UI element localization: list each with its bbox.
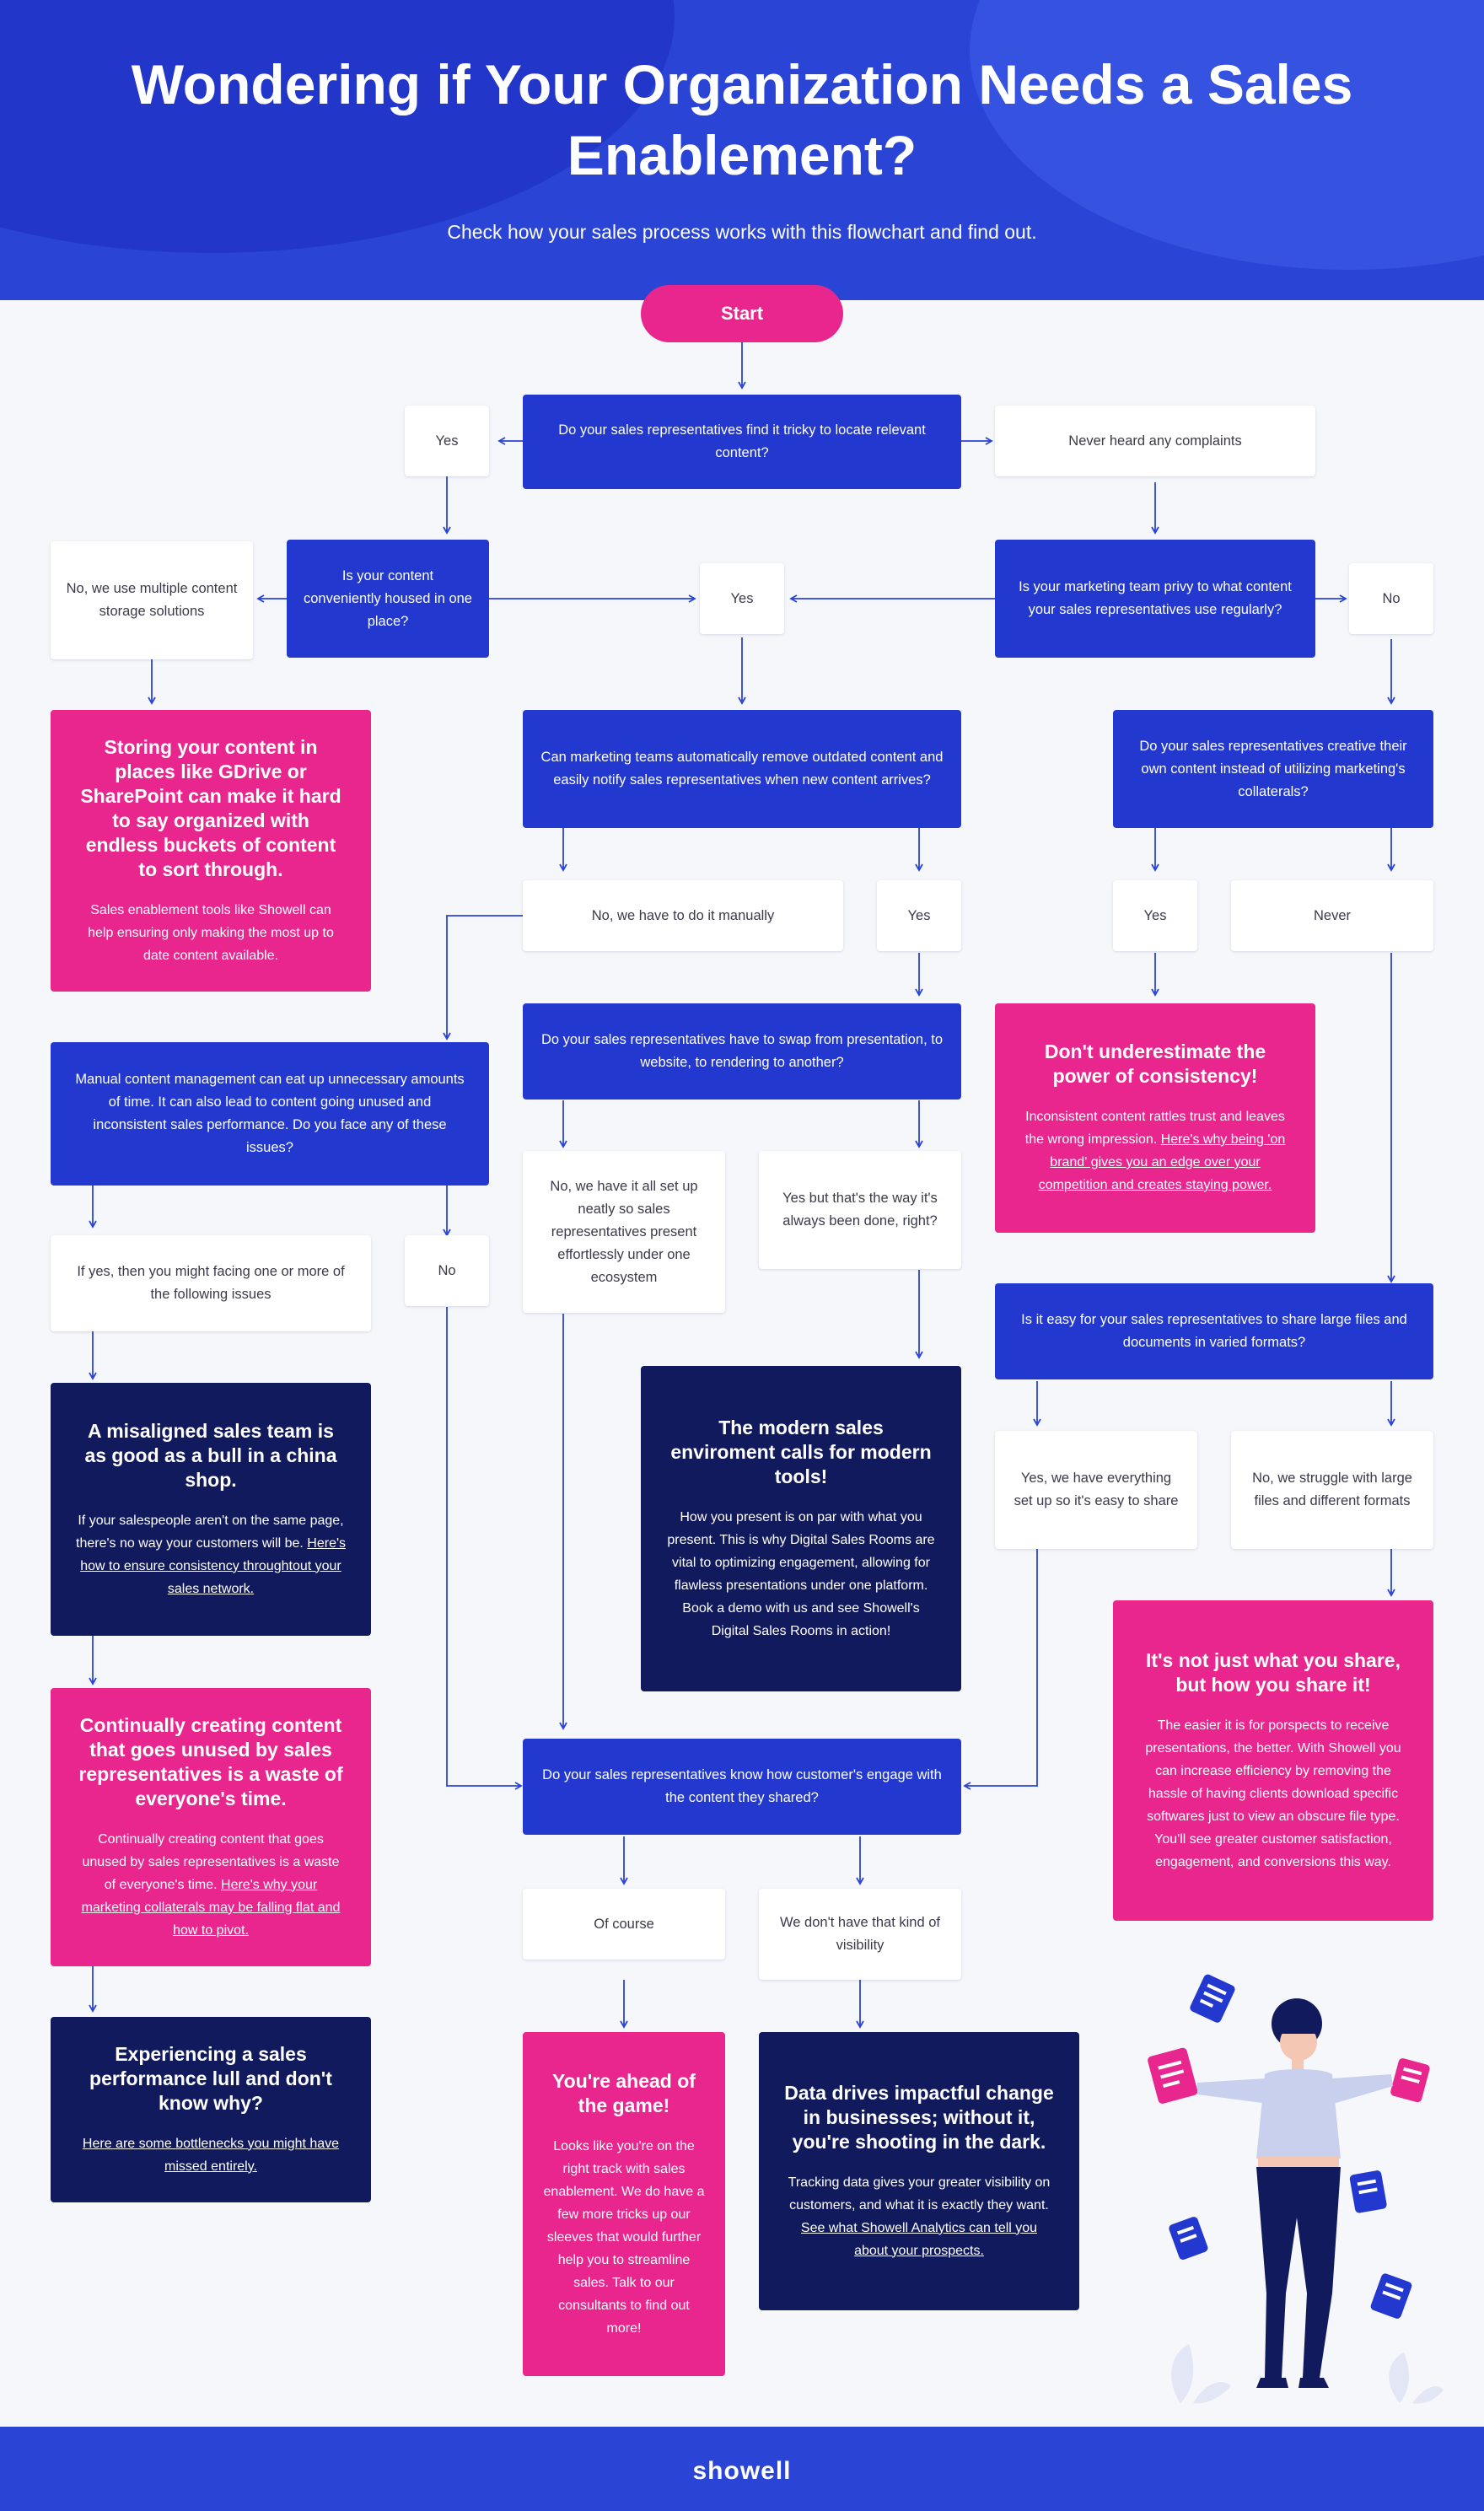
answer-always-been-done: Yes but that's the way it's always been … (759, 1151, 961, 1269)
answer-no: No (1349, 563, 1433, 634)
connector (443, 915, 523, 1040)
question-share-large-files: Is it easy for your sales representative… (995, 1283, 1433, 1379)
result-consistency: Don't underestimate the power of consist… (995, 1003, 1315, 1233)
result-wasted-content: Continually creating content that goes u… (51, 1688, 371, 1966)
lull-link[interactable]: Here are some bottlenecks you might have… (82, 2136, 340, 2174)
answer-manual: No, we have to do it manually (523, 880, 843, 951)
page-subtitle: Check how your sales process works with … (447, 221, 1037, 243)
question-locate-content: Do your sales representatives find it tr… (523, 395, 961, 489)
question-manual-management: Manual content management can eat up unn… (51, 1042, 489, 1186)
floating-document-icon (1370, 2273, 1412, 2319)
result-text: Inconsistent content rattles trust and l… (1024, 1110, 1285, 1147)
floating-document-icon (1390, 2058, 1430, 2103)
result-heading: You're ahead of the game! (552, 2069, 696, 2116)
consistency-link[interactable]: Here's why being 'on brand' gives you an… (1038, 1132, 1286, 1192)
answer-struggle-large-files: No, we struggle with large files and dif… (1231, 1431, 1433, 1549)
question-reps-create-content: Do your sales representatives creative t… (1113, 710, 1433, 828)
result-text: Continually creating content that goes u… (82, 1831, 340, 1892)
start-node: Start (641, 285, 843, 342)
footer-bar: showell (0, 2427, 1484, 2511)
result-heading: Experiencing a sales performance lull an… (89, 2042, 332, 2114)
answer-yes: Yes (405, 406, 489, 476)
result-heading: Continually creating content that goes u… (78, 1713, 343, 1809)
juggling-woman-illustration (1148, 1974, 1444, 2404)
result-body: If your salespeople aren't on the same p… (76, 1509, 346, 1600)
question-marketing-privy: Is your marketing team privy to what con… (995, 540, 1315, 658)
answer-all-set-up: No, we have it all set up neatly so sale… (523, 1151, 725, 1313)
answer-yes: Yes (700, 563, 784, 634)
answer-yes: Yes (1113, 880, 1197, 951)
floating-document-icon (1148, 2047, 1198, 2104)
result-heading: Storing your content in places like GDri… (80, 735, 341, 880)
result-body: How you present is on par with what you … (667, 1509, 935, 1638)
woman-figure (1197, 1998, 1393, 2388)
result-misaligned-team: A misaligned sales team is as good as a … (51, 1383, 371, 1636)
data-link[interactable]: See what Showell Analytics can tell you … (800, 2220, 1038, 2258)
answer-never: Never (1231, 880, 1433, 951)
misaligned-link[interactable]: Here's how to ensure consistency through… (80, 1535, 347, 1596)
result-body: Tracking data gives your greater visibil… (784, 2171, 1054, 2262)
result-heading: Don't underestimate the power of consist… (1044, 1040, 1266, 1087)
result-heading: It's not just what you share, but how yo… (1146, 1648, 1401, 1696)
result-body: Looks like you're on the right track wit… (543, 2138, 705, 2336)
showell-logo[interactable]: showell (692, 2457, 792, 2485)
leaf-decoration (1171, 2344, 1444, 2404)
result-body: The easier it is for porspects to receiv… (1145, 1718, 1401, 1869)
result-text: If your salespeople aren't on the same p… (76, 1513, 344, 1551)
page-title: Wondering if Your Organization Needs a S… (131, 53, 1353, 186)
result-how-you-share: It's not just what you share, but how yo… (1113, 1600, 1433, 1921)
result-body: Inconsistent content rattles trust and l… (1020, 1105, 1290, 1196)
question-remove-outdated: Can marketing teams automatically remove… (523, 710, 961, 828)
floating-document-icon (1169, 2217, 1208, 2260)
question-content-one-place: Is your content conveniently housed in o… (287, 540, 489, 658)
answer-easy-to-share: Yes, we have everything set up so it's e… (995, 1431, 1197, 1549)
result-heading: The modern sales enviroment calls for mo… (670, 1416, 932, 1487)
answer-multiple-storage: No, we use multiple content storage solu… (51, 541, 253, 659)
result-performance-lull: Experiencing a sales performance lull an… (51, 2017, 371, 2202)
result-body: Sales enablement tools like Showell can … (88, 902, 334, 963)
answer-never-complaints: Never heard any complaints (995, 406, 1315, 476)
connector (963, 1549, 1038, 1790)
result-ahead-of-game: You're ahead of the game! Looks like you… (523, 2032, 725, 2376)
floating-document-icon (1349, 2170, 1387, 2213)
answer-of-course: Of course (523, 1889, 725, 1960)
result-storing-content: Storing your content in places like GDri… (51, 710, 371, 992)
answer-no-visibility: We don't have that kind of visibility (759, 1889, 961, 1980)
connector (446, 1307, 523, 1790)
result-heading: Data drives impactful change in business… (784, 2081, 1054, 2153)
result-modern-tools: The modern sales enviroment calls for mo… (641, 1366, 961, 1691)
answer-yes: Yes (877, 880, 961, 951)
result-body: Continually creating content that goes u… (76, 1828, 346, 1942)
result-heading: A misaligned sales team is as good as a … (84, 1419, 337, 1491)
question-swap-tools: Do your sales representatives have to sw… (523, 1003, 961, 1100)
result-data-drives-change: Data drives impactful change in business… (759, 2032, 1079, 2310)
answer-facing-issues: If yes, then you might facing one or mor… (51, 1235, 371, 1331)
header-banner: Wondering if Your Organization Needs a S… (0, 0, 1484, 300)
result-body: Here are some bottlenecks you might have… (76, 2132, 346, 2178)
result-text: Tracking data gives your greater visibil… (788, 2175, 1051, 2213)
answer-no: No (405, 1235, 489, 1306)
floating-document-icon (1190, 1974, 1235, 2023)
waste-link[interactable]: Here's why your marketing collaterals ma… (81, 1877, 341, 1938)
question-customer-engagement: Do your sales representatives know how c… (523, 1739, 961, 1835)
